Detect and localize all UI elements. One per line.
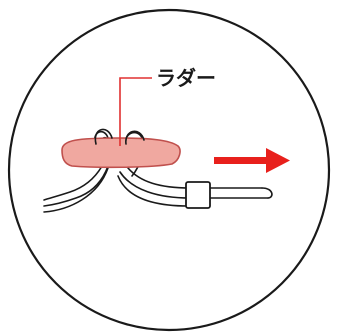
circle-frame [9,10,329,330]
callout-label: ラダー [156,66,216,90]
cord-lock [186,182,210,208]
ladder-slat [62,138,180,167]
